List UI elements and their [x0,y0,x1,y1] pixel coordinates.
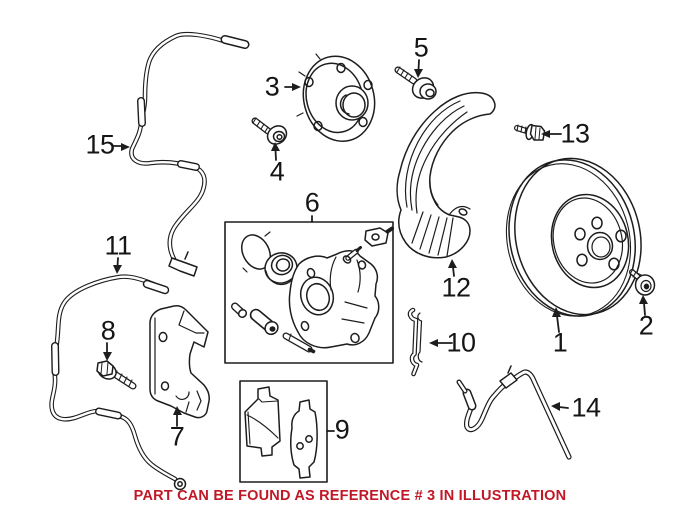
callout-label-4: 4 [269,156,285,187]
dust-shield-drawing [396,91,496,259]
brake-pads-box-drawing [239,380,328,483]
callout-label-1: 1 [552,327,568,358]
pad-retaining-clip-drawing [407,307,423,377]
callout-label-10: 10 [446,327,476,358]
shield-bolt-drawing [514,123,546,141]
hub-screw-drawing [394,66,437,100]
callout-label-2: 2 [638,310,654,341]
callout-label-12: 12 [441,272,471,303]
callout-label-6: 6 [304,187,320,218]
callout-arrows [103,59,648,432]
callout-label-11: 11 [104,230,132,261]
abs-sensor-wire-lower-drawing [49,274,187,491]
hub-bolt-drawing [251,117,288,145]
callout-label-7: 7 [169,421,185,452]
caliper-bracket-drawing [149,305,210,419]
wheel-hub-drawing [296,53,376,143]
callout-label-5: 5 [413,32,429,63]
rotor-set-screw-drawing [629,268,656,296]
reference-note: PART CAN BE FOUND AS REFERENCE # 3 IN IL… [133,488,567,504]
brake-rotor-drawing [505,157,642,317]
callout-label-15: 15 [85,129,115,160]
callout-label-13: 13 [560,118,590,149]
caliper-kit-box-drawing [224,221,394,364]
callout-label-3: 3 [264,71,280,102]
callout-label-9: 9 [334,414,350,445]
abs-sensor-wire-upper-drawing [129,31,250,277]
callout-label-14: 14 [571,392,601,423]
brake-hose-drawing [456,365,572,460]
carrier-bolt-drawing [96,360,137,390]
callout-label-8: 8 [100,315,116,346]
